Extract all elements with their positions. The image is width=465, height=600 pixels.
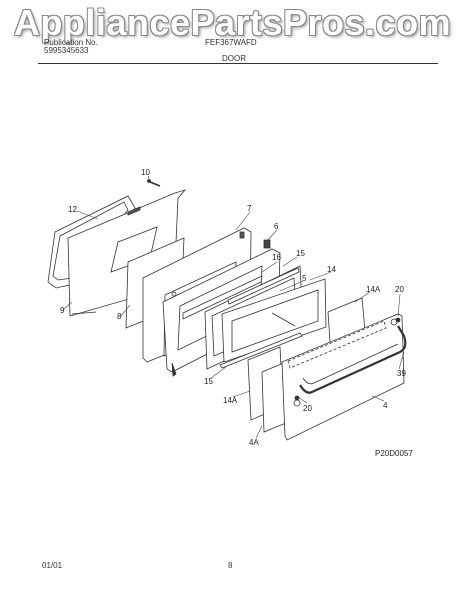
part-label: 12 [68, 205, 77, 214]
part-label: 16 [272, 253, 281, 262]
model-number: FEF367WAFD [205, 38, 257, 47]
part-label: 10 [141, 168, 150, 177]
page-number: 8 [228, 561, 233, 570]
part-label: 14A [366, 285, 381, 294]
part-labels: 10 12 7 6 16 15 5 14 14A 20 9 8 15 39 14… [60, 168, 406, 447]
header-rule [38, 63, 438, 64]
part-label: 9 [60, 306, 65, 315]
screw-20-lower [294, 395, 300, 401]
footer-date: 01/01 [42, 561, 63, 570]
part-label: 14 [327, 265, 336, 274]
part-label: 5 [302, 274, 307, 283]
part-label: 15 [204, 377, 213, 386]
lower-rail [219, 332, 303, 369]
part-label: 15 [296, 249, 305, 258]
section-title: DOOR [222, 54, 246, 63]
publication-number: 5995345633 [44, 46, 89, 55]
part-label: 4 [383, 401, 388, 410]
inner-glass-frame [221, 278, 327, 363]
part-label: 4A [249, 438, 259, 447]
part-label: 20 [395, 285, 404, 294]
part-label: 14A [223, 396, 238, 405]
hinge-block [263, 239, 271, 249]
part-label: 20 [303, 404, 312, 413]
drawing-code: P20D0057 [375, 449, 413, 458]
screw-20-upper [395, 317, 401, 323]
part-label: 6 [274, 222, 279, 231]
part-label: 39 [397, 369, 406, 378]
part-label: 7 [247, 204, 252, 213]
watermark: AppliancePartsPros.com [13, 2, 452, 43]
publication-label: Publication No. [44, 38, 98, 47]
door-handle [299, 325, 407, 394]
part-label: 8 [117, 312, 122, 321]
